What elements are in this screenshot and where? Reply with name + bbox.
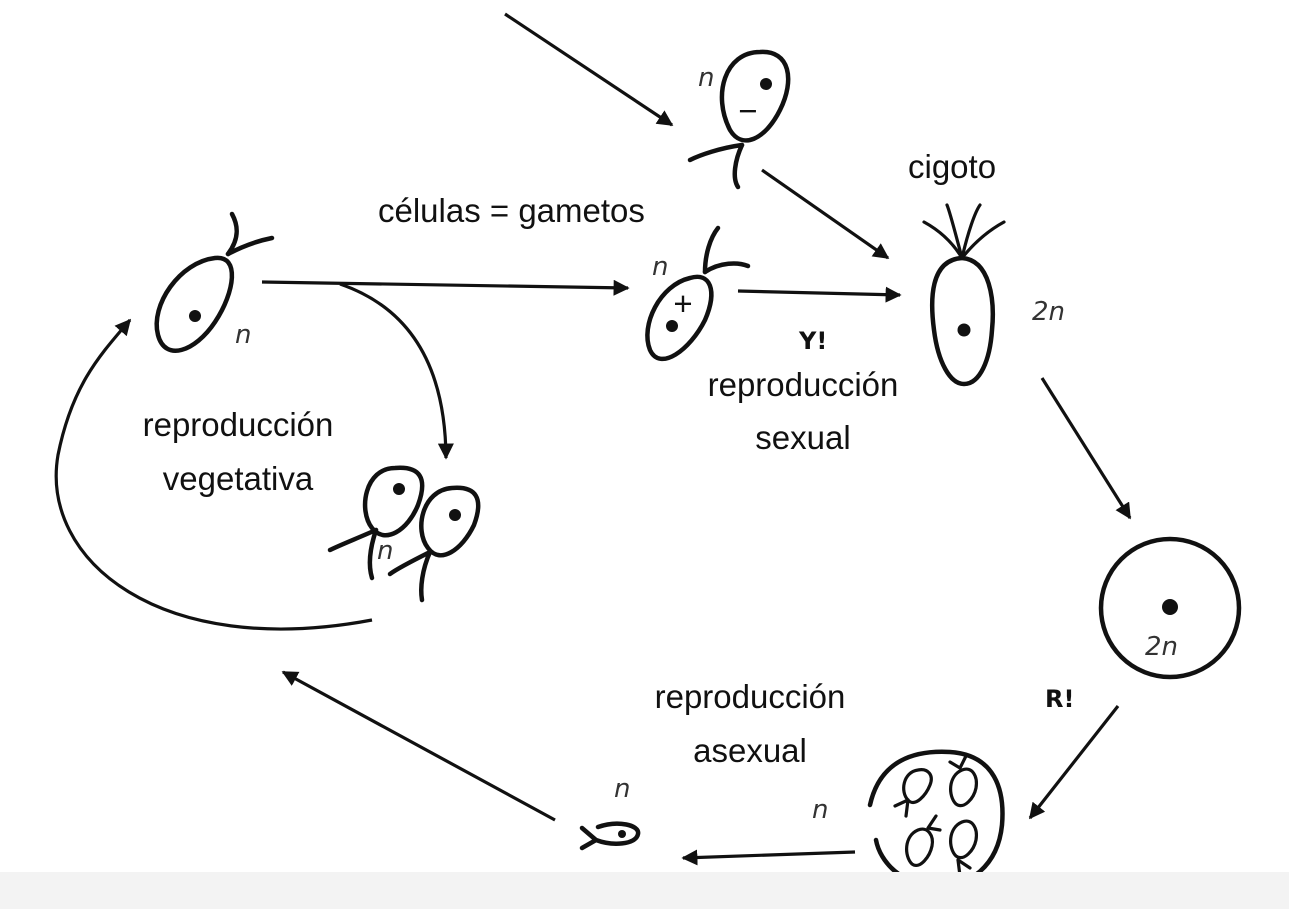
ploidy-parent-cell: n (235, 320, 251, 350)
vegetative-reproduction-line2: vegetativa (163, 460, 314, 497)
ploidy-minus-gamete: n (698, 63, 714, 93)
arrow-zygote-to-cyst (1040, 377, 1132, 520)
arrow-parent-to-plus-gamete (261, 279, 630, 296)
asexual-reproduction-line2: asexual (693, 732, 807, 769)
ploidy-released-spore: n (614, 774, 630, 804)
arrow-minus-gamete-to-zygote (761, 168, 890, 260)
plus-sign: + (673, 285, 692, 322)
sporangium (867, 749, 1005, 889)
arrow-parent-to-daughters (339, 282, 454, 460)
arrow-sporangium-to-spore (681, 849, 856, 866)
arrow-plus-gamete-to-zygote (737, 286, 902, 303)
zygote-label: cigoto (908, 148, 996, 185)
arrow-into-minus-gamete (504, 12, 674, 127)
ploidy-daughter-cells: n (377, 536, 393, 566)
arrow-cyst-to-sporangium (1028, 705, 1120, 820)
meiosis-marker: R! (1045, 685, 1074, 713)
ploidy-zoospores: n (812, 795, 828, 825)
ploidy-zygote: 2n (1032, 297, 1065, 327)
gametes-label: células = gametos (378, 192, 645, 229)
sexual-reproduction-line2: sexual (755, 419, 850, 456)
text-labels: células = gametos cigoto Y! reproducción… (143, 63, 1178, 825)
ploidy-plus-gamete: n (652, 252, 668, 282)
daughter-cells (327, 465, 481, 603)
minus-sign: − (738, 92, 757, 129)
fusion-marker: Y! (798, 327, 827, 355)
asexual-reproduction-line1: reproducción (655, 678, 846, 715)
sexual-reproduction-line1: reproducción (708, 366, 899, 403)
vegetative-reproduction-line1: reproducción (143, 406, 334, 443)
parent-cell (154, 211, 275, 353)
arrow-vegetative-loop-return (54, 318, 373, 631)
released-spore (579, 821, 641, 851)
arrow-spore-to-cycle (281, 670, 556, 822)
plus-gamete: + (645, 225, 751, 362)
zygote-cell (922, 203, 1006, 387)
minus-gamete: − (687, 49, 791, 190)
resting-zygote (1098, 536, 1242, 680)
bottom-band (0, 872, 1289, 909)
arrows (54, 12, 1132, 866)
ploidy-resting-zygote: 2n (1145, 632, 1178, 662)
